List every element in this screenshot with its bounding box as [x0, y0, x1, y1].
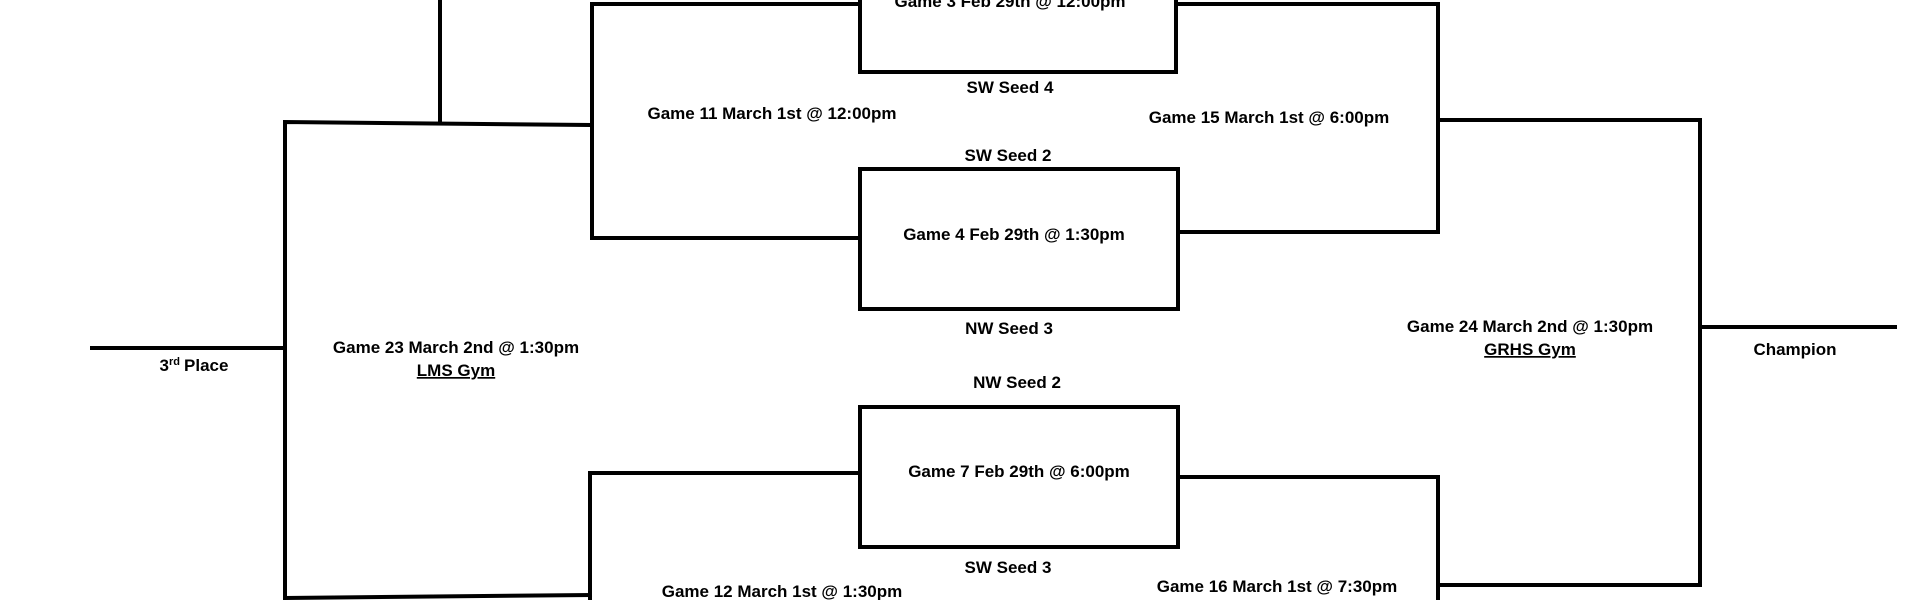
- game3-box: [858, 0, 1178, 74]
- champion-label: Champion: [1753, 340, 1836, 359]
- seed-label-nw3: NW Seed 3: [965, 319, 1053, 338]
- game11-label: Game 11 March 1st @ 12:00pm: [647, 104, 896, 123]
- game15-label: Game 15 March 1st @ 6:00pm: [1149, 108, 1390, 127]
- game16-bracket-line: [1176, 475, 1440, 600]
- third-place-number: 3: [160, 356, 169, 375]
- seed-label-sw2: SW Seed 2: [965, 146, 1052, 165]
- game24-venue: GRHS Gym: [1484, 340, 1576, 359]
- game24-label: Game 24 March 2nd @ 1:30pm: [1407, 317, 1653, 336]
- game24-bracket-line: [1438, 118, 1702, 587]
- game16-label: Game 16 March 1st @ 7:30pm: [1157, 577, 1398, 596]
- seed-label-nw2: NW Seed 2: [973, 373, 1061, 392]
- seed-label-sw4: SW Seed 4: [967, 78, 1054, 97]
- game12-bracket-line: [588, 471, 860, 600]
- game7-label: Game 7 Feb 29th @ 6:00pm: [908, 462, 1130, 481]
- game12-label: Game 12 March 1st @ 1:30pm: [662, 582, 903, 600]
- game23-venue: LMS Gym: [417, 361, 495, 380]
- third-place-label: 3rd Place: [160, 356, 229, 375]
- game11-bracket-line: [590, 2, 860, 240]
- third-place-word: Place: [184, 356, 228, 375]
- game23-label: Game 23 March 2nd @ 1:30pm: [333, 338, 579, 357]
- seed-label-sw3: SW Seed 3: [965, 558, 1052, 577]
- game4-label: Game 4 Feb 29th @ 1:30pm: [903, 225, 1125, 244]
- third-place-ordinal: rd: [169, 356, 180, 368]
- game23-bracket-line: [283, 119, 593, 600]
- game3-label: Game 3 Feb 29th @ 12:00pm: [894, 0, 1125, 11]
